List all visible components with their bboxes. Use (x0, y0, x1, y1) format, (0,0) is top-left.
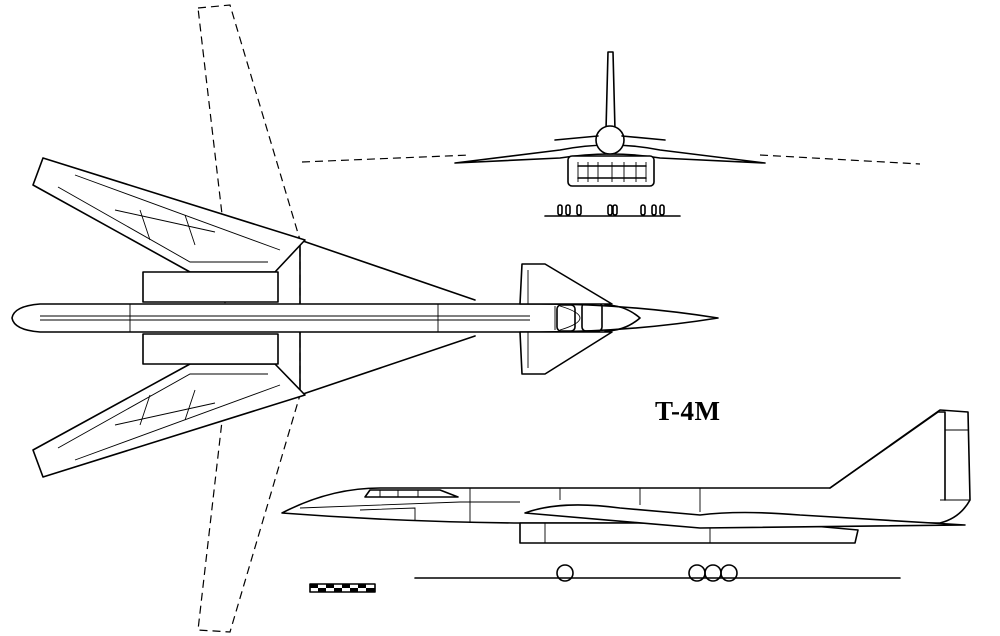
plan-wing-extended-outline (197, 4, 301, 633)
front-view (301, 51, 921, 217)
plan-view (11, 4, 719, 633)
plan-engine-nacelle-lower (142, 333, 279, 365)
front-wing-dashed-extension-left (301, 154, 471, 163)
scale-bar (309, 583, 376, 593)
front-engine-box (567, 155, 655, 187)
plan-canard-upper (519, 263, 613, 305)
front-landing-gear (544, 204, 681, 217)
front-fuselage (595, 125, 625, 155)
side-view (281, 409, 971, 582)
front-wing-dashed-extension-right (759, 154, 921, 165)
plan-lower-wing (32, 363, 306, 478)
side-main-wheel-3 (720, 564, 738, 582)
side-nose-wheel (556, 564, 574, 582)
side-wing (524, 504, 966, 529)
front-vertical-fin (605, 51, 616, 131)
front-wing (454, 144, 766, 164)
plan-canard-lower (519, 331, 613, 375)
side-fuselage (281, 409, 971, 524)
plan-fuselage (11, 303, 719, 333)
plan-upper-wing (32, 157, 306, 273)
aircraft-designation-label: T-4M (655, 396, 721, 426)
plan-canopy-window-1 (556, 304, 576, 332)
plan-engine-nacelle-upper (142, 271, 279, 303)
side-canopy (364, 489, 459, 498)
side-vertical-tail (829, 411, 946, 501)
